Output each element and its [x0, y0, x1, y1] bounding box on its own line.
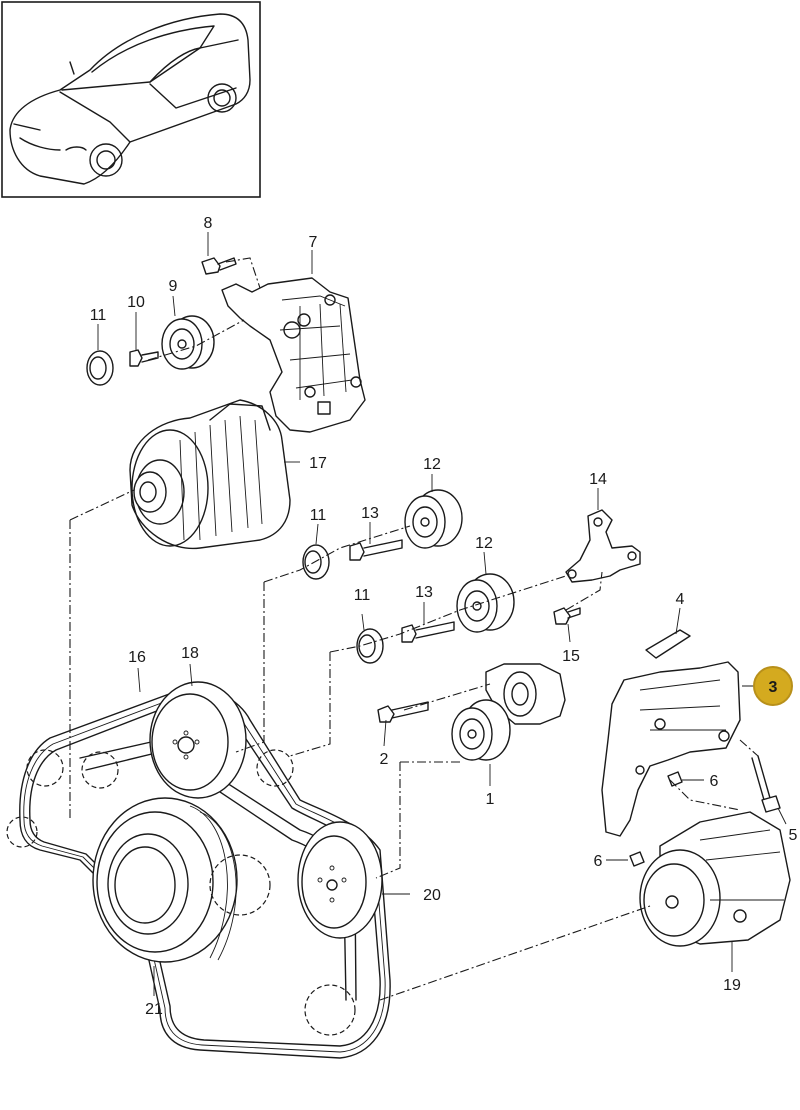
belt-marker-circles: [6, 749, 356, 1036]
callout-6-upper: 6: [710, 773, 719, 790]
callout-11-top: 11: [90, 307, 107, 324]
pulley-9: [161, 315, 215, 370]
callout-7: 7: [309, 234, 318, 251]
callout-labels: 8 7 9 10 11 17 12 14 11 13 12 4 11 13 15…: [90, 215, 798, 1018]
callout-6-lower: 6: [594, 853, 603, 870]
leader-lines: [97, 232, 787, 996]
cap-11-top: [86, 350, 114, 386]
callout-13-lower: 13: [415, 584, 433, 601]
bolt-5: [751, 755, 781, 813]
dowel-6-lower: [629, 851, 645, 867]
callout-10: 10: [127, 294, 145, 311]
callout-12-lower: 12: [475, 535, 493, 552]
bracket-7: [221, 277, 366, 433]
callout-4: 4: [676, 591, 685, 608]
callout-15: 15: [562, 648, 580, 665]
bolt-13-lower: [401, 621, 455, 643]
bracket-14: [565, 509, 641, 583]
vehicle-thumbnail: [1, 1, 261, 198]
callout-13-upper: 13: [361, 505, 379, 522]
callout-14: 14: [589, 471, 607, 488]
callout-19: 19: [723, 977, 741, 994]
callout-9: 9: [169, 278, 178, 295]
callout-20: 20: [423, 887, 441, 904]
alignment-lines: [69, 257, 759, 1001]
callout-11-mid: 11: [310, 507, 327, 524]
callout-2: 2: [380, 751, 389, 768]
pulley-18: [149, 681, 247, 799]
callout-3-highlight[interactable]: 3: [753, 666, 793, 706]
alternator-17: [129, 399, 291, 550]
bolt-13-upper: [349, 539, 403, 561]
bolt-10: [129, 349, 159, 367]
callout-16: 16: [128, 649, 146, 666]
callout-1: 1: [486, 791, 495, 808]
cap-11-low: [356, 628, 384, 664]
callout-18: 18: [181, 645, 199, 662]
bolt-15: [553, 607, 581, 625]
idler-pulley-12-lower: [456, 573, 515, 633]
tensioner-assembly: [377, 663, 566, 761]
ac-bracket-3: [601, 661, 741, 837]
bolt-8: [201, 257, 237, 275]
callout-17: 17: [309, 455, 327, 472]
gasket-4: [645, 629, 691, 659]
idler-pulley-12-upper: [404, 489, 463, 549]
callout-5: 5: [789, 827, 798, 844]
pulley-20: [297, 821, 383, 939]
crank-pulley-21: [92, 797, 238, 963]
callout-21: 21: [145, 1001, 163, 1018]
cap-11-mid: [302, 544, 330, 580]
dowel-6-upper: [667, 771, 683, 787]
callout-12-upper: 12: [423, 456, 441, 473]
ac-compressor-19: [639, 811, 791, 947]
callout-3: 3: [769, 679, 778, 696]
callout-8: 8: [204, 215, 213, 232]
callout-11-low: 11: [354, 587, 371, 604]
